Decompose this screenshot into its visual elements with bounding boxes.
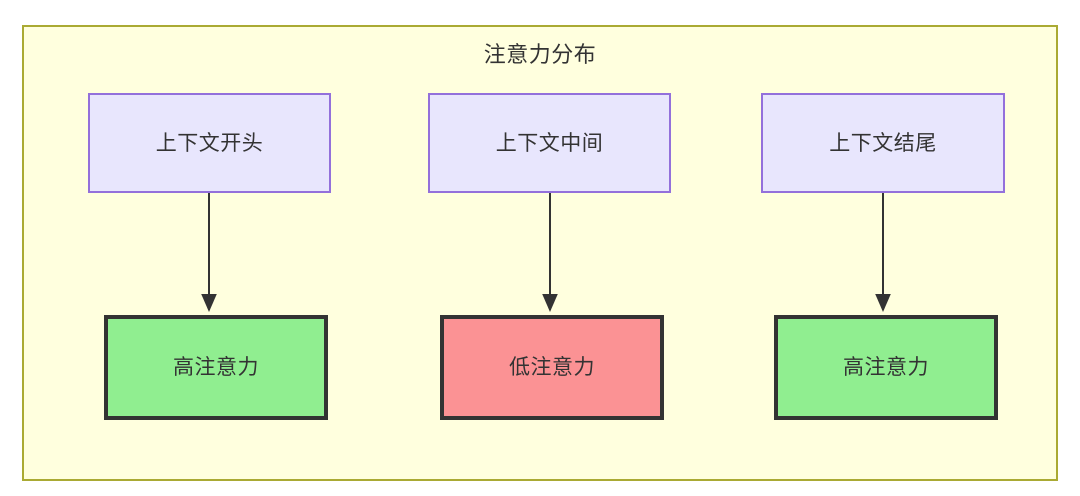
node-attention-end[interactable]: 高注意力 [774, 315, 998, 420]
node-attention-middle[interactable]: 低注意力 [440, 315, 664, 420]
node-context-start-label: 上下文开头 [155, 131, 264, 155]
node-attention-end-label: 高注意力 [843, 356, 929, 379]
node-context-end-label: 上下文结尾 [829, 131, 937, 155]
node-attention-middle-label: 低注意力 [509, 356, 595, 379]
container-title: 注意力分布 [483, 42, 597, 67]
node-context-middle[interactable]: 上下文中间 [428, 93, 671, 193]
node-attention-start[interactable]: 高注意力 [104, 315, 328, 420]
node-attention-start-label: 高注意力 [173, 356, 259, 379]
node-context-start[interactable]: 上下文开头 [88, 93, 331, 193]
node-context-end[interactable]: 上下文结尾 [761, 93, 1005, 193]
node-context-middle-label: 上下文中间 [495, 131, 604, 155]
